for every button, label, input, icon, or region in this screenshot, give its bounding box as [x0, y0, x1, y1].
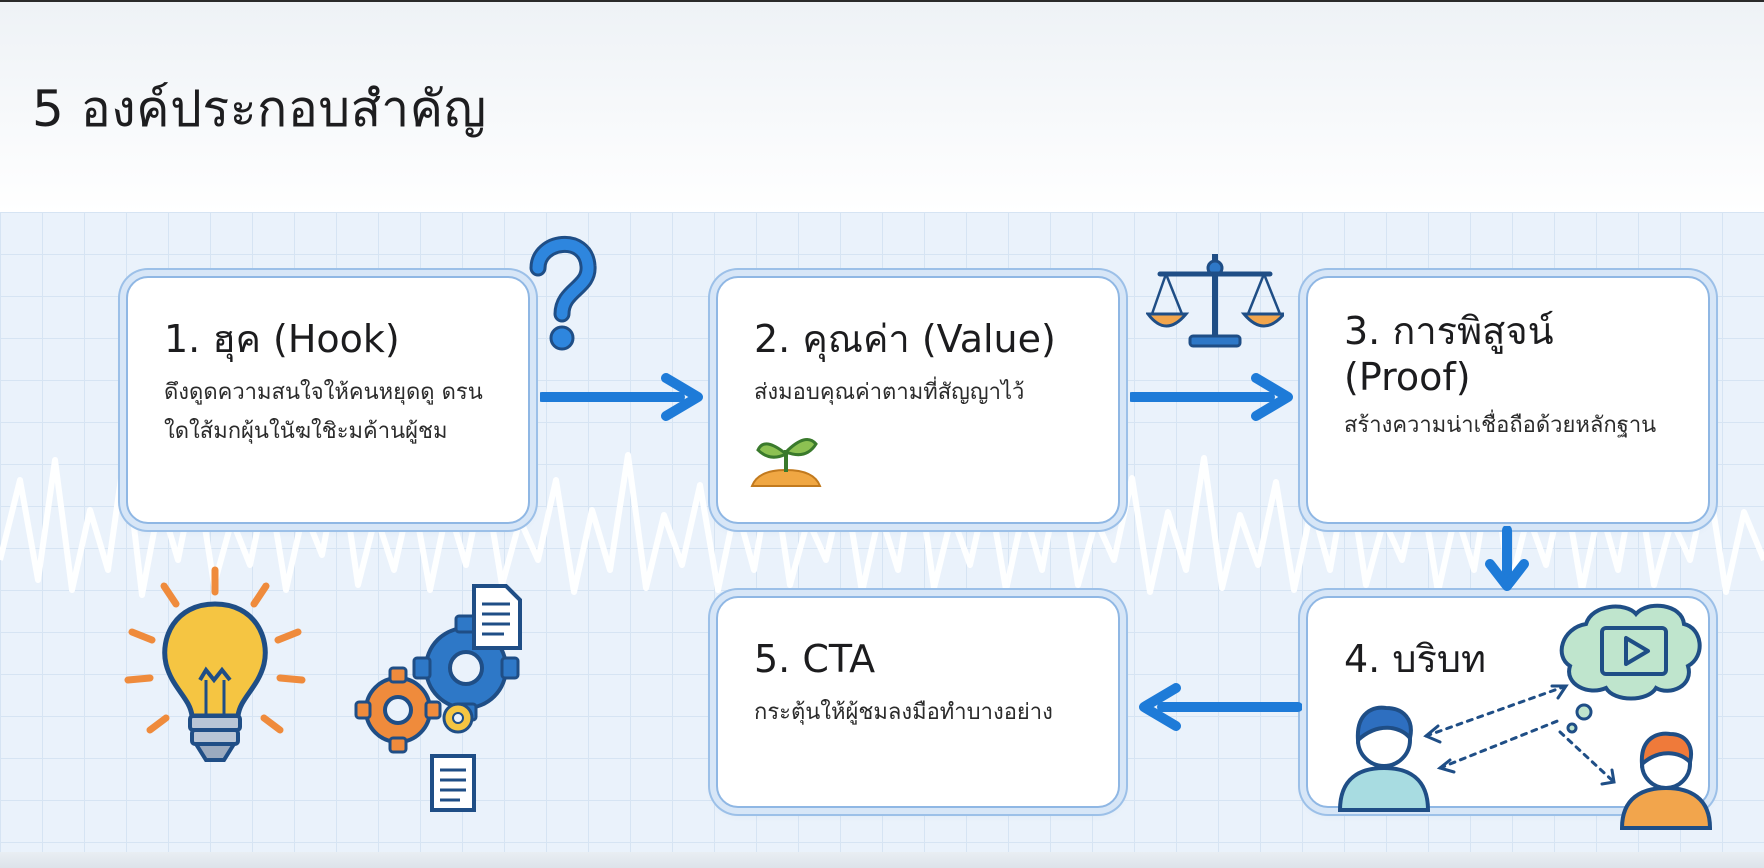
page-title: 5 องค์ประกอบสำคัญ [32, 80, 487, 138]
balance-scale-icon [1146, 254, 1284, 348]
top-border [0, 0, 1764, 2]
lightbulb-icon [124, 566, 306, 762]
person-icon [1337, 705, 1431, 812]
step-heading: 4. บริบท [1344, 637, 1487, 681]
step-card-proof: 3. การพิสูจน์ (Proof) สร้างความน่าเชื่อถ… [1306, 276, 1710, 524]
person-icon [1619, 731, 1713, 830]
question-mark-icon [529, 235, 597, 351]
step-description: กระตุ้นให้ผู้ชมลงมือทำบางอย่าง [754, 700, 1053, 726]
step-description: ส่งมอบคุณค่าตามที่สัญญาไว้ [754, 380, 1025, 406]
arrow-right-1 [540, 373, 703, 421]
footer-bar [0, 852, 1764, 868]
step-heading: 5. CTA [754, 637, 876, 681]
step-description: ดึงดูดความสนใจให้คนหยุดดู ดรนใดใส้มกผุ้น… [164, 380, 483, 444]
arrow-left [1139, 683, 1302, 731]
dotted-arrows-icon [1423, 684, 1616, 786]
step-card-cta: 5. CTA กระตุ้นให้ผู้ชมลงมือทำบางอย่าง [716, 596, 1120, 808]
step-card-value: 2. คุณค่า (Value) ส่งมอบคุณค่าตามที่สัญญ… [716, 276, 1120, 524]
step-heading: 3. การพิสูจน์ (Proof) [1344, 309, 1554, 400]
arrow-down [1485, 526, 1529, 591]
step-description: สร้างความน่าเชื่อถือด้วยหลักฐาน [1344, 412, 1657, 438]
step-heading: 2. คุณค่า (Value) [754, 317, 1056, 361]
video-thought-bubble-icon [1559, 603, 1702, 734]
step-heading: 1. ฮุค (Hook) [164, 317, 400, 361]
step-card-hook: 1. ฮุค (Hook) ดึงดูดความสนใจให้คนหยุดดู … [126, 276, 530, 524]
document-icon [472, 584, 522, 650]
header: 5 องค์ประกอบสำคัญ [0, 2, 1764, 212]
arrow-right-2 [1130, 373, 1293, 421]
seedling-icon [750, 438, 822, 487]
document-icon [430, 754, 476, 812]
